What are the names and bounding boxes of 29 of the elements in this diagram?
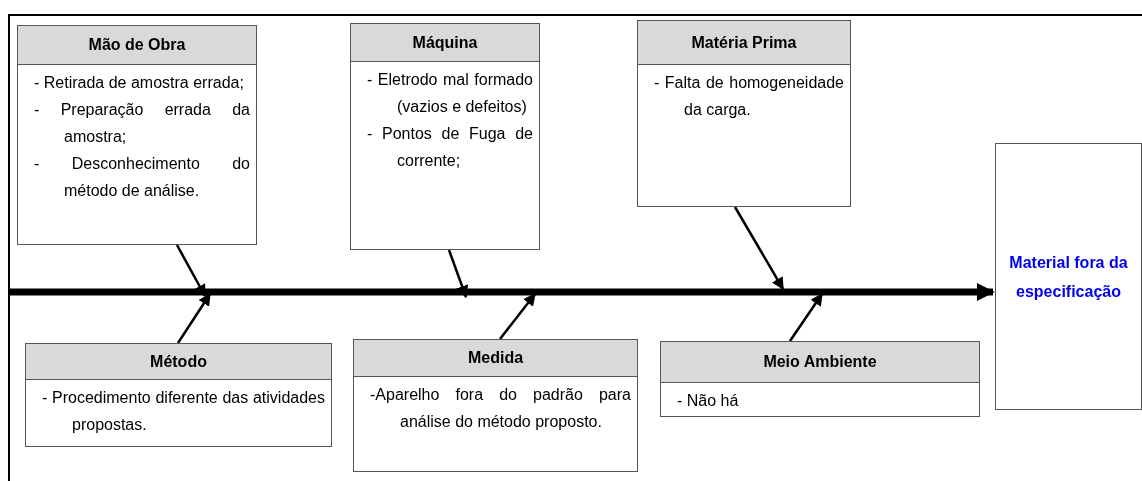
cause-box [353, 339, 638, 472]
bone-arrow [175, 244, 207, 298]
cause-heading: Meio Ambiente [661, 342, 979, 383]
cause-item: - Retirada de amostra errada; [33, 73, 245, 93]
bone-arrow [176, 292, 212, 344]
bone-arrow [499, 293, 536, 340]
cause-item: - Procedimento diferente das atividades propostas. [41, 388, 325, 435]
cause-box [17, 25, 257, 245]
cause-item: - Preparação errada da amostra; [33, 100, 250, 147]
cause-box [25, 343, 332, 447]
cause-heading: Método [26, 344, 331, 380]
effect-box [995, 143, 1142, 410]
bone-arrow [733, 206, 785, 291]
cause-box [350, 23, 540, 250]
effect-text: Material fora da especificação [1008, 252, 1129, 302]
bone-arrow [788, 292, 824, 342]
cause-heading: Máquina [351, 24, 539, 62]
cause-item: - Eletrodo mal formado (vazios e defeitos) [366, 70, 533, 117]
cause-heading: Matéria Prima [638, 21, 850, 65]
cause-box [637, 20, 851, 207]
cause-item: -Aparelho fora do padrão para análise do método proposto. [369, 385, 631, 432]
cause-heading: Medida [354, 340, 637, 377]
cause-item: - Pontos de Fuga de corrente; [366, 124, 533, 171]
cause-item: - Não há [676, 391, 740, 411]
cause-item: - Desconhecimento do método de análise. [33, 154, 250, 201]
cause-heading: Mão de Obra [18, 26, 256, 65]
cause-item: - Falta de homogeneidade da carga. [653, 73, 844, 120]
cause-box [660, 341, 980, 417]
bone-arrow [447, 249, 469, 299]
